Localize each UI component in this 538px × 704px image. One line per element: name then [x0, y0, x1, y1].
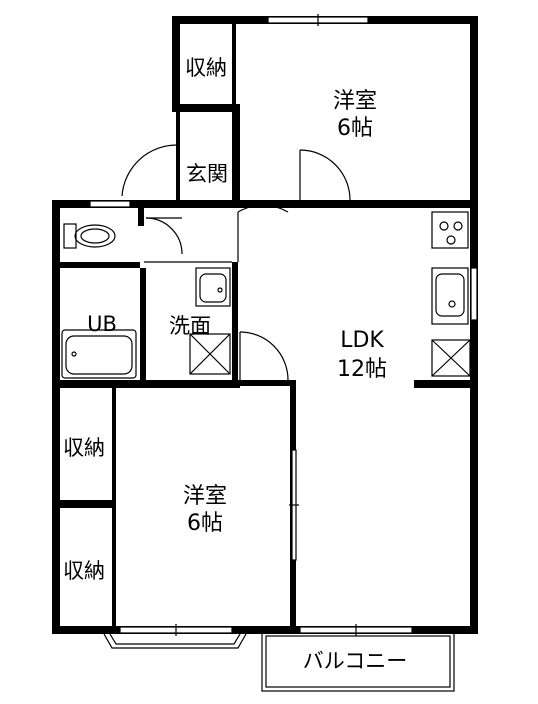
stove-icon	[431, 211, 469, 249]
washbasin-icon	[195, 267, 231, 307]
refrigerator-space-icon	[431, 339, 471, 377]
room-size-north: 6帖	[337, 116, 373, 141]
interior-walls	[56, 24, 474, 630]
unit-bath-label: UB	[87, 312, 117, 336]
kitchen-sink-icon	[431, 267, 469, 325]
storage-label-west-lower: 収納	[63, 559, 105, 583]
ldk-size: 12帖	[337, 357, 387, 382]
room-name-south: 洋室	[183, 484, 227, 509]
entrance-label: 玄関	[186, 162, 228, 186]
windows	[89, 14, 478, 636]
washing-machine-pan-icon	[189, 333, 231, 375]
balcony-label: バルコニー	[303, 649, 408, 673]
bay-window	[103, 633, 247, 649]
toilet-icon	[63, 223, 116, 249]
storage-label-west-upper: 収納	[63, 436, 105, 460]
room-name-north: 洋室	[333, 89, 377, 114]
doors	[121, 144, 351, 381]
room-size-south: 6帖	[187, 511, 223, 536]
bathtub-icon	[61, 329, 137, 379]
washroom-label: 洗面	[169, 314, 211, 338]
ldk-name: LDK	[340, 328, 384, 353]
storage-label-north: 収納	[185, 56, 227, 80]
